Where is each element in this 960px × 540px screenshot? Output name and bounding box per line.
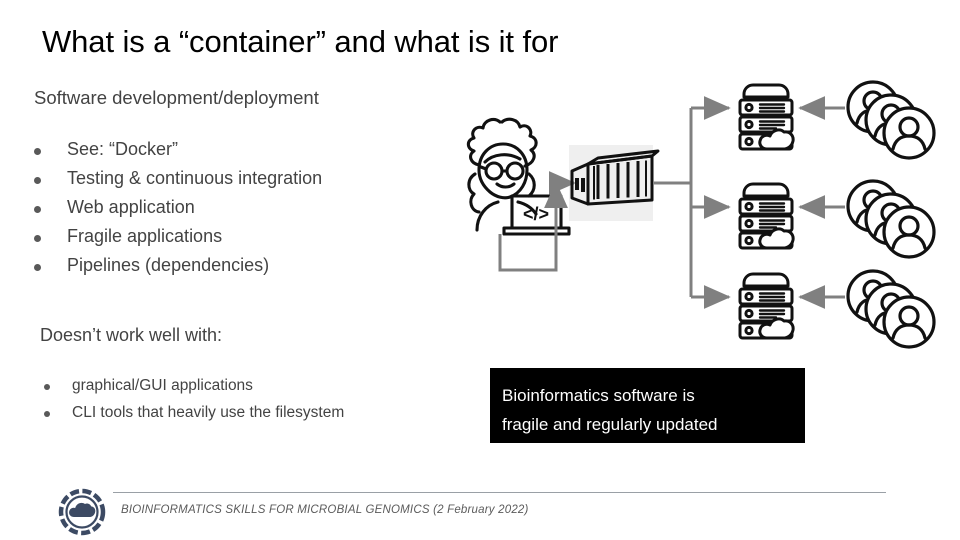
bullet-dot-icon xyxy=(44,411,50,417)
section-2-bullet-list: graphical/GUI applications CLI tools tha… xyxy=(44,372,464,426)
bullet-dot-icon xyxy=(34,235,41,242)
list-item-label: See: “Docker” xyxy=(67,139,179,159)
list-item: Web application xyxy=(34,193,454,222)
callout-box: Bioinformatics software is fragile and r… xyxy=(490,368,805,443)
cloud-server-icon xyxy=(738,83,795,151)
page-title: What is a “container” and what is it for xyxy=(42,24,559,59)
code-glyph-icon: </> xyxy=(523,204,549,224)
list-item: graphical/GUI applications xyxy=(44,372,464,399)
list-item-label: Web application xyxy=(67,197,195,217)
cloud-server-icon xyxy=(738,182,795,250)
list-item-label: Fragile applications xyxy=(67,226,223,246)
bullet-dot-icon xyxy=(34,148,41,155)
section-1-bullet-list: See: “Docker” Testing & continuous integ… xyxy=(34,135,454,280)
section-1-lead: Software development/deployment xyxy=(34,87,319,108)
developer-at-laptop-icon xyxy=(466,117,538,232)
callout-line-2: fragile and regularly updated xyxy=(502,415,718,434)
list-item-label: CLI tools that heavily use the filesyste… xyxy=(72,404,345,421)
users-to-servers-connectors xyxy=(798,96,845,309)
list-item: CLI tools that heavily use the filesyste… xyxy=(44,399,464,426)
bullet-dot-icon xyxy=(44,384,50,390)
list-item-label: graphical/GUI applications xyxy=(72,377,253,394)
container-to-servers-connector xyxy=(654,96,731,309)
users-group-icon xyxy=(846,179,936,259)
shipping-container-icon xyxy=(570,149,660,206)
list-item: Fragile applications xyxy=(34,222,454,251)
bullet-dot-icon xyxy=(34,177,41,184)
cloud-in-circle-logo xyxy=(58,488,106,536)
bullet-dot-icon xyxy=(34,264,41,271)
footer-divider xyxy=(113,492,886,493)
list-item: Pipelines (dependencies) xyxy=(34,251,454,280)
bullet-dot-icon xyxy=(34,206,41,213)
list-item-label: Testing & continuous integration xyxy=(67,168,323,188)
users-group-icon xyxy=(846,80,936,160)
list-item: See: “Docker” xyxy=(34,135,454,164)
list-item: Testing & continuous integration xyxy=(34,164,454,193)
footer-caption: BIOINFORMATICS SKILLS FOR MICROBIAL GENO… xyxy=(121,504,529,516)
users-group-icon xyxy=(846,269,936,349)
svg-text:</>: </> xyxy=(523,204,549,224)
cloud-server-icon xyxy=(738,272,795,340)
callout-line-1: Bioinformatics software is xyxy=(502,386,695,405)
section-2-lead: Doesn’t work well with: xyxy=(40,325,223,345)
list-item-label: Pipelines (dependencies) xyxy=(67,255,270,275)
architecture-diagram: </> xyxy=(448,70,948,360)
